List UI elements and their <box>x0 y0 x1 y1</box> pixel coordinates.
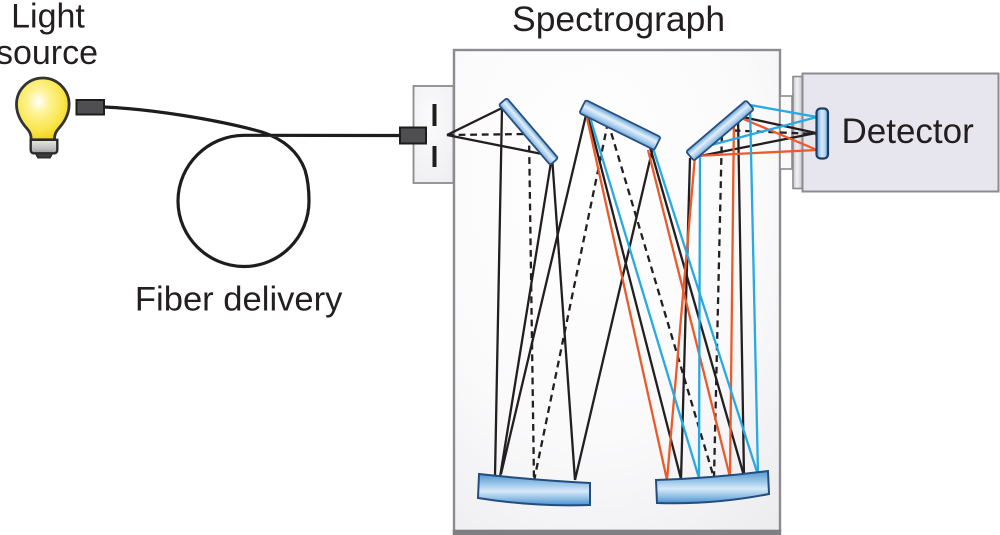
svg-text:Spectrograph: Spectrograph <box>512 0 725 39</box>
svg-text:source: source <box>0 34 98 72</box>
svg-text:Detector: Detector <box>842 112 975 151</box>
svg-text:Light: Light <box>11 0 85 36</box>
svg-text:Fiber delivery: Fiber delivery <box>135 281 343 319</box>
